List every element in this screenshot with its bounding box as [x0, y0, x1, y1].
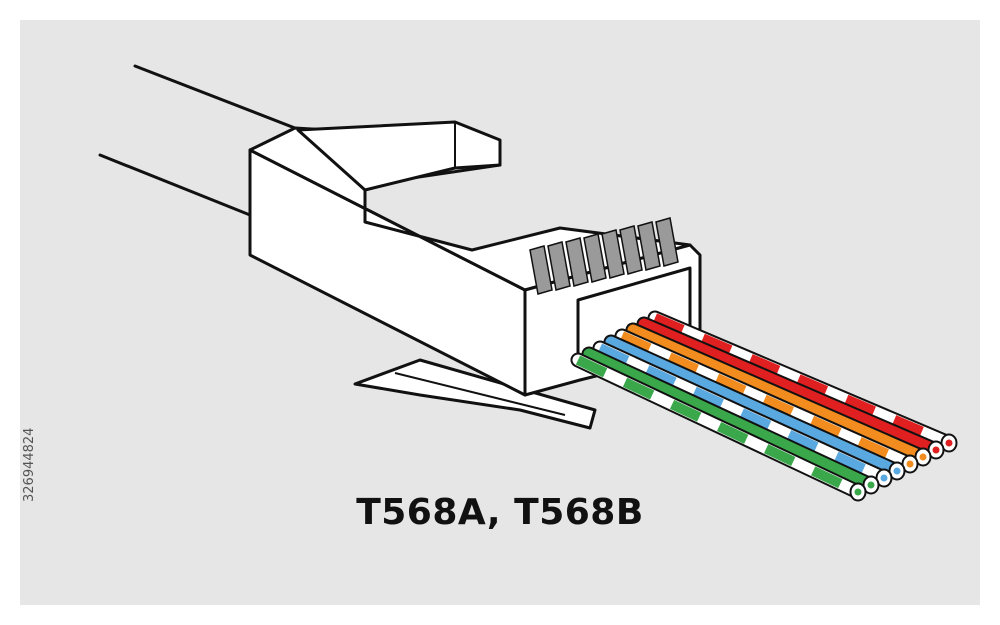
wire-core [854, 488, 862, 496]
wire-core [867, 481, 875, 489]
wire-core [893, 467, 901, 475]
wire-green [581, 346, 880, 495]
wire-insulation [605, 336, 903, 477]
wire-red-white [647, 310, 958, 453]
ethernet-cable-icon [98, 64, 302, 217]
wire-blue-white [592, 340, 893, 488]
contact-pin [601, 229, 625, 279]
contact-pin [529, 245, 553, 295]
contact-pin [565, 237, 589, 287]
contact-pin [547, 241, 571, 291]
contact-pin [619, 225, 643, 275]
wire-green-white [570, 352, 867, 502]
wire-orange-white [614, 328, 919, 474]
wire-core [945, 439, 953, 447]
wire-orange [625, 322, 932, 467]
wire-core [932, 446, 940, 454]
contact-pin [637, 221, 661, 271]
diagram-caption: T568A, T568B [356, 492, 644, 533]
wire-insulation [627, 324, 929, 463]
wire-stripe [619, 331, 913, 469]
wire-stripe [653, 313, 951, 448]
wire-insulation [638, 318, 942, 456]
wire-core [906, 460, 914, 468]
wire-bundle-icon [570, 310, 958, 502]
wire-red [636, 316, 945, 460]
stock-id-label: 326944824 [22, 427, 37, 502]
wire-blue [603, 334, 906, 481]
contact-pin [655, 217, 679, 267]
wire-core [919, 453, 927, 461]
wire-stripe [597, 343, 887, 483]
contact-pins [529, 217, 679, 295]
wire-insulation [583, 348, 877, 491]
contact-pin [583, 233, 607, 283]
wire-insulation [572, 354, 864, 498]
wire-core [880, 474, 888, 482]
